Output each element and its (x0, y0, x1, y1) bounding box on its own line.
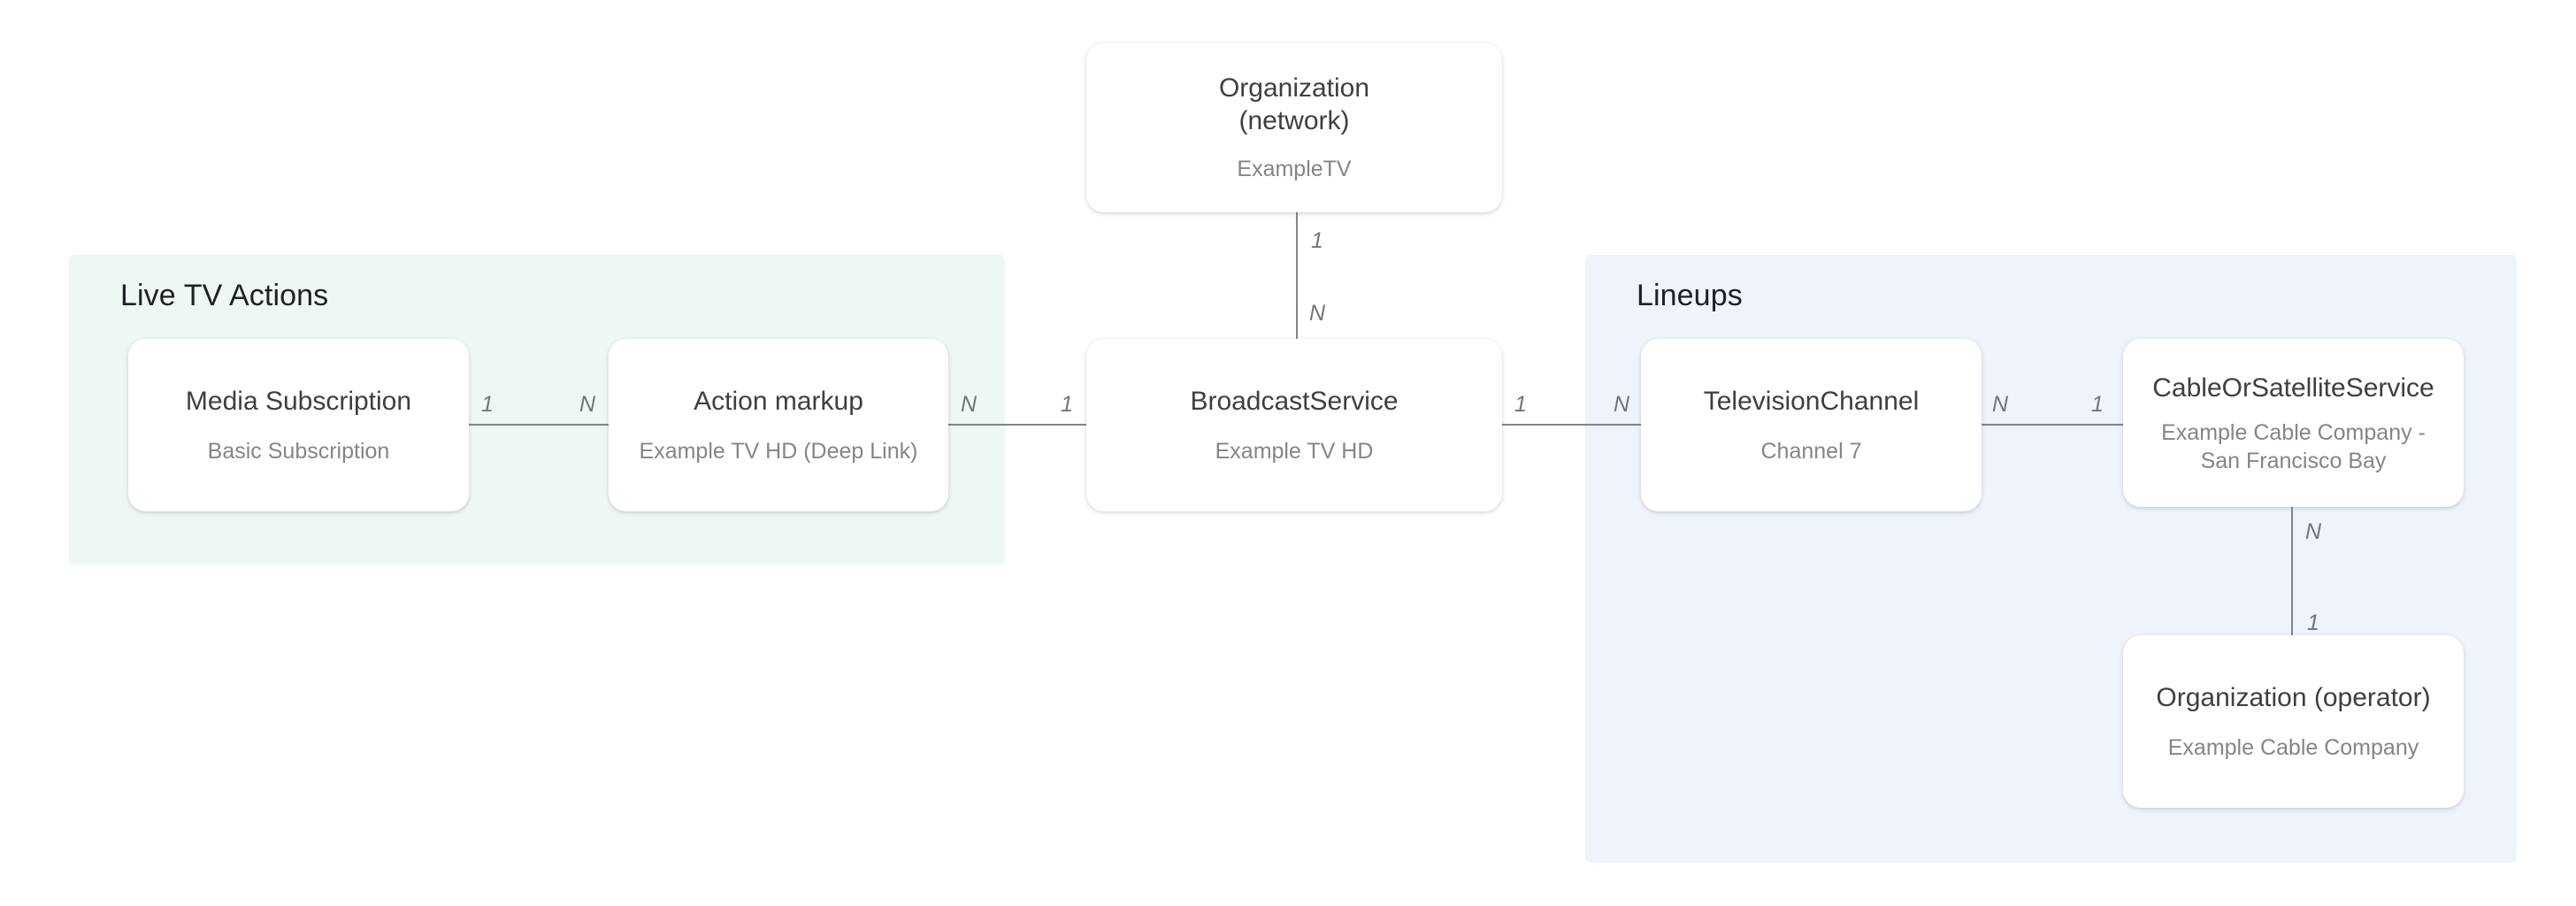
node-title: Organization (operator) (2156, 683, 2431, 712)
node-organization-network[interactable]: Organization (network) ExampleTV (1086, 42, 1502, 212)
node-subtitle: Basic Subscription (207, 439, 390, 464)
node-subtitle: Channel 7 (1760, 439, 1862, 464)
cardinality-television-channel-to-cable-satellite-source: N (1992, 392, 2009, 417)
cardinality-media-subscription-to-action-markup-source: 1 (481, 392, 494, 417)
node-title: CableOrSatelliteService (2152, 372, 2434, 403)
edge-television-channel-to-cable-satellite (1980, 424, 2125, 426)
cardinality-org-network-to-broadcast-service-source: 1 (1311, 228, 1323, 253)
cardinality-cable-satellite-to-org-operator-source: N (2305, 519, 2322, 544)
node-title: Organization (network) (1218, 73, 1370, 135)
edge-broadcast-service-to-television-channel (1500, 424, 1644, 426)
node-title: TelevisionChannel (1703, 387, 1920, 416)
group-title-lineups: Lineups (1637, 279, 1743, 312)
cardinality-television-channel-to-cable-satellite-target: 1 (2091, 392, 2104, 417)
cardinality-action-markup-to-broadcast-service-source: N (961, 392, 978, 417)
node-title: BroadcastService (1190, 387, 1399, 416)
node-broadcast-service[interactable]: BroadcastService Example TV HD (1086, 339, 1502, 511)
cardinality-broadcast-service-to-television-channel-target: N (1614, 392, 1630, 417)
cardinality-media-subscription-to-action-markup-target: N (579, 392, 596, 417)
group-title-live-tv-actions: Live TV Actions (120, 279, 329, 312)
node-subtitle: Example TV HD (Deep Link) (639, 439, 918, 464)
node-television-channel[interactable]: TelevisionChannel Channel 7 (1641, 339, 1982, 511)
node-subtitle: Example Cable Company (2167, 735, 2419, 760)
cardinality-cable-satellite-to-org-operator-target: 1 (2307, 610, 2319, 635)
node-cable-or-satellite-service[interactable]: CableOrSatelliteService Example Cable Co… (2123, 339, 2464, 507)
node-media-subscription[interactable]: Media Subscription Basic Subscription (128, 339, 469, 511)
node-subtitle: Example TV HD (1215, 439, 1374, 464)
edge-cable-satellite-to-org-operator (2291, 507, 2293, 636)
node-title: Action markup (694, 387, 863, 416)
cardinality-broadcast-service-to-television-channel-source: 1 (1514, 392, 1527, 417)
node-subtitle: Example Cable Company - San Francisco Ba… (2161, 419, 2426, 473)
cardinality-org-network-to-broadcast-service-target: N (1309, 301, 1326, 326)
node-subtitle: ExampleTV (1237, 157, 1352, 181)
cardinality-action-markup-to-broadcast-service-target: 1 (1061, 392, 1073, 417)
edge-org-network-to-broadcast-service (1296, 212, 1298, 340)
edge-action-markup-to-broadcast-service (947, 424, 1088, 426)
node-organization-operator[interactable]: Organization (operator) Example Cable Co… (2123, 635, 2464, 808)
node-title: Media Subscription (185, 387, 412, 416)
edge-media-subscription-to-action-markup (467, 424, 610, 426)
node-action-markup[interactable]: Action markup Example TV HD (Deep Link) (609, 339, 948, 511)
